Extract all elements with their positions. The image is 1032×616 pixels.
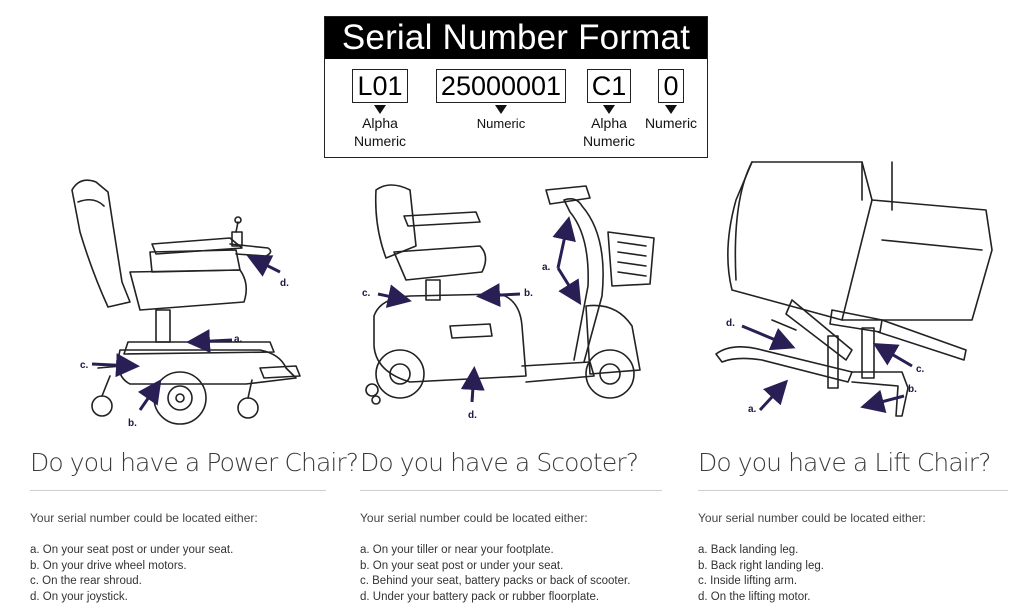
lift-chair-illustration: d. c. b. a. — [712, 160, 1002, 426]
divider — [360, 490, 662, 491]
segment-label-line1: Numeric — [476, 116, 526, 131]
serial-segment-4: 0 Numeric — [641, 69, 701, 132]
scooter-heading: Do you have a Scooter? — [360, 448, 639, 477]
serial-segment-2: 25000001 Numeric — [429, 69, 573, 132]
down-arrow-icon — [665, 105, 677, 114]
segment-label-line2: Numeric — [353, 133, 407, 149]
scooter-intro: Your serial number could be located eith… — [360, 511, 588, 525]
callout-d: d. — [468, 410, 477, 421]
segment-code: C1 — [586, 69, 632, 103]
serial-segment-3: C1 Alpha Numeric — [579, 69, 639, 150]
callout-b: b. — [128, 418, 137, 429]
serial-segment-1: L01 Alpha Numeric — [345, 69, 415, 150]
lift-chair-drawing: d. c. b. a. — [715, 161, 993, 417]
lift-chair-intro: Your serial number could be located eith… — [698, 511, 926, 525]
list-item: b. On your seat post or under your seat. — [360, 559, 564, 572]
power-chair-location-list: a. On your seat post or under your seat.… — [30, 543, 326, 605]
list-item: a. On your tiller or near your footplate… — [360, 544, 554, 556]
list-item: b. On your drive wheel motors. — [30, 559, 187, 572]
callout-c: c. — [916, 364, 925, 375]
callout-d: d. — [280, 278, 289, 289]
scooter-drawing: a. b. c. d. — [362, 184, 655, 421]
lift-chair-location-list: a. Back landing leg. b. Back right landi… — [698, 543, 1008, 605]
segment-label-line1: Alpha — [591, 115, 627, 131]
callout-c: c. — [80, 360, 89, 371]
scooter-location-list: a. On your tiller or near your footplate… — [360, 543, 662, 605]
callout-a: a. — [748, 404, 757, 415]
list-item: c. On the rear shroud. — [30, 575, 142, 587]
list-item: b. Back right landing leg. — [698, 559, 824, 572]
list-item: c. Behind your seat, battery packs or ba… — [360, 575, 631, 587]
callout-a: a. — [542, 262, 551, 273]
power-chair-drawing: a. d. c. b. — [71, 179, 301, 429]
callout-b: b. — [524, 288, 533, 299]
serial-number-format-box: Serial Number Format L01 Alpha Numeric 2… — [324, 16, 708, 158]
segment-code: 0 — [658, 69, 684, 103]
power-chair-illustration: a. d. c. b. — [60, 172, 320, 434]
callout-c: c. — [362, 288, 371, 299]
segment-code: 25000001 — [435, 69, 567, 103]
power-chair-intro: Your serial number could be located eith… — [30, 511, 258, 525]
scooter-column: Do you have a Scooter? Your serial numbe… — [360, 446, 662, 605]
segment-label-line1: Numeric — [644, 115, 698, 131]
power-chair-heading: Do you have a Power Chair? — [30, 448, 359, 477]
lift-chair-column: Do you have a Lift Chair? Your serial nu… — [698, 446, 1008, 605]
divider — [698, 490, 1008, 491]
divider — [30, 490, 326, 491]
callout-d: d. — [726, 318, 735, 329]
down-arrow-icon — [495, 105, 507, 114]
segment-label-line2: Numeric — [582, 133, 636, 149]
list-item: a. Back landing leg. — [698, 544, 799, 556]
callout-b: b. — [908, 384, 917, 395]
segment-code: L01 — [352, 69, 408, 103]
power-chair-column: Do you have a Power Chair? Your serial n… — [30, 446, 359, 605]
scooter-illustration: a. b. c. d. — [350, 176, 670, 428]
serial-format-title: Serial Number Format — [325, 17, 707, 59]
segment-label-line1: Alpha — [362, 115, 398, 131]
callout-a: a. — [234, 334, 243, 345]
list-item: a. On your seat post or under your seat. — [30, 544, 234, 556]
list-item: c. Inside lifting arm. — [698, 575, 798, 587]
down-arrow-icon — [374, 105, 386, 114]
lift-chair-heading: Do you have a Lift Chair? — [698, 448, 991, 477]
list-item: d. On the lifting motor. — [698, 590, 811, 603]
down-arrow-icon — [603, 105, 615, 114]
list-item: d. Under your battery pack or rubber flo… — [360, 590, 600, 603]
list-item: d. On your joystick. — [30, 590, 128, 603]
